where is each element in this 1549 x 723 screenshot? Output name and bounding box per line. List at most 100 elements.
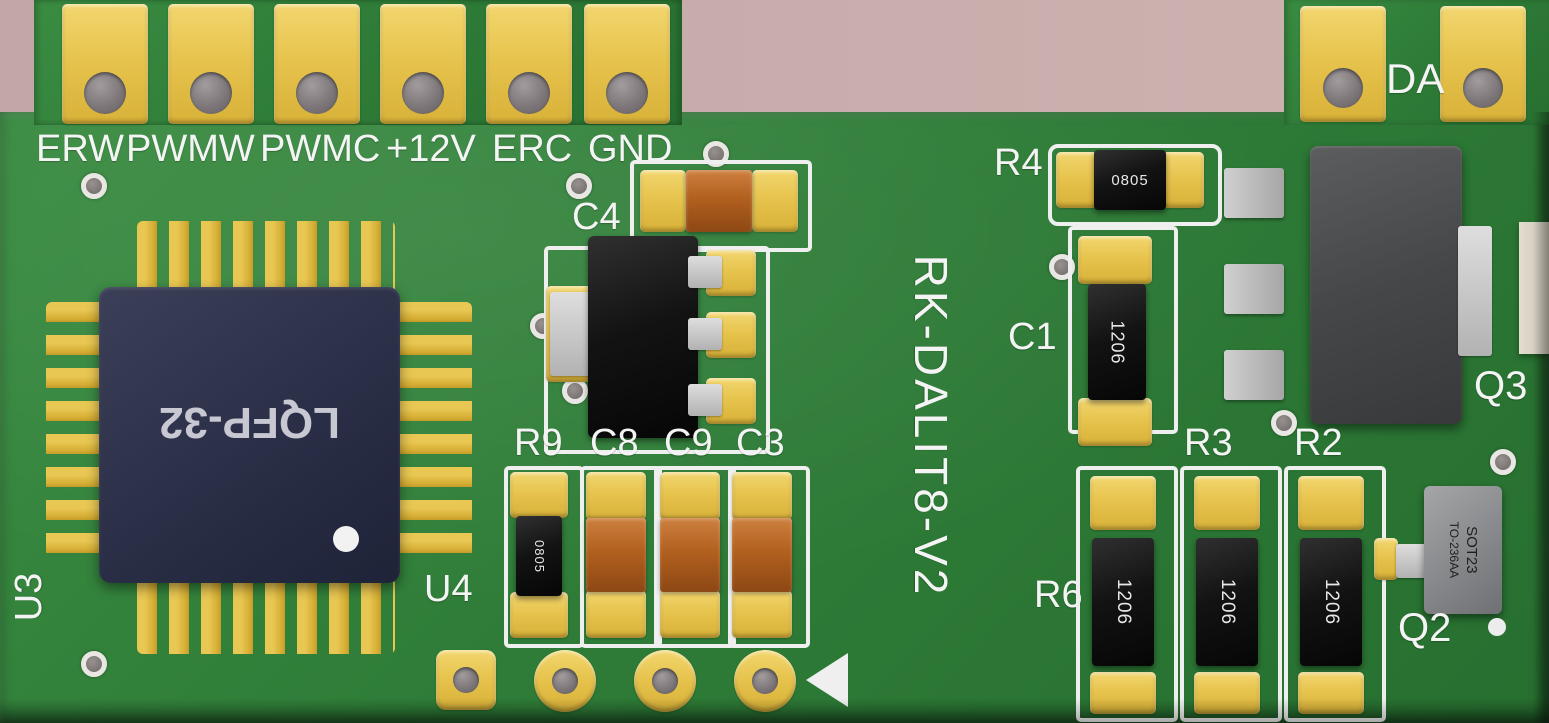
mounting-pad [634,650,696,712]
c9-pad [660,590,720,638]
connector-pad [584,4,670,124]
q3-tab [1458,226,1492,356]
r3-pad [1194,476,1260,530]
gray-chip [1224,350,1284,400]
da-pad [1300,6,1386,122]
r2-chip: 1206 [1300,538,1362,666]
pad-hole [508,72,550,114]
pad-hole [296,72,338,114]
gray-chip [1224,168,1284,218]
ref-label-c3: C3 [736,422,785,464]
ref-label-r3: R3 [1184,422,1233,464]
c8-capacitor [586,518,646,592]
regulator-lead [688,318,722,350]
ic-pins-top [137,221,395,295]
ref-label-c4: C4 [572,196,621,238]
pad-hole [1323,68,1363,108]
ref-label-q3: Q3 [1474,364,1528,408]
pad-hole [606,72,648,114]
r3-silkscreen [1180,466,1282,722]
c3-capacitor [732,518,792,592]
via [566,173,592,199]
r3-chip-marking: 1206 [1217,578,1238,626]
ref-label-r2: R2 [1294,422,1343,464]
connector-label-pwmc: PWMC [260,128,381,170]
connector-pad [274,4,360,124]
ref-label-u4: U4 [424,568,473,610]
pad-hole [1463,68,1503,108]
q2-marking-pkg: TO-236AA [1447,521,1462,579]
pad-hole [552,668,578,694]
mounting-pad [534,650,596,712]
c3-pad [732,472,792,520]
r3-chip: 1206 [1196,538,1258,666]
r6-chip: 1206 [1092,538,1154,666]
connector-label-erc: ERC [492,128,573,170]
q2-marking-type: SOT23 [1462,526,1480,574]
pin1-dot [333,526,359,552]
da-pad [1440,6,1526,122]
r9-pad [510,472,568,518]
c1-pad [1078,236,1152,284]
r9-chip: 0805 [516,516,562,596]
r2-pad [1298,672,1364,714]
r9-chip-marking: 0805 [531,539,547,573]
ref-label-c1: C1 [1008,316,1057,358]
q3-body [1310,146,1462,424]
pad-hole [402,72,444,114]
r2-silkscreen [1284,466,1386,722]
connector-label-pwmw: PWMW [126,128,255,170]
ref-label-q2: Q2 [1398,606,1452,650]
c4-capacitor [686,170,752,232]
board-title: RK-DALIT8-V2 [905,254,957,598]
c8-pad [586,472,646,520]
q2-body: SOT23 TO-236AA [1424,486,1502,614]
c3-silkscreen [728,466,810,648]
c9-capacitor [660,518,720,592]
pad-hole [190,72,232,114]
r6-pad [1090,476,1156,530]
r4-chip: 0805 [1094,150,1166,210]
via [1490,449,1516,475]
mounting-pad-square [436,650,496,710]
connector-pad [62,4,148,124]
gray-chip [1224,264,1284,314]
c4-pad [752,170,798,232]
via [81,651,107,677]
c4-pad [640,170,686,232]
silkscreen-dot [1488,618,1506,636]
q2-lead [1396,544,1428,578]
c1-chip: 1206 [1088,284,1146,400]
r4-pad [1162,152,1204,208]
ic-pins-right [396,302,472,566]
mounting-pad [734,650,796,712]
regulator-lead [688,256,722,288]
r4-silkscreen [1048,144,1222,226]
connector-label-12v: +12V [386,128,476,170]
pad-hole [752,668,778,694]
edge-component [1519,222,1549,354]
connector-pad [168,4,254,124]
r6-pad [1090,672,1156,714]
c9-pad [660,472,720,520]
r6-silkscreen [1076,466,1178,722]
pad-hole [652,668,678,694]
regulator-lead [688,384,722,416]
r4-chip-marking: 0805 [1111,171,1149,189]
connector-pad [486,4,572,124]
q2-pad [1374,538,1398,580]
pad-hole [84,72,126,114]
arrow-left-icon [806,653,848,707]
connector-pad [380,4,466,124]
c8-pad [586,590,646,638]
ref-label-c9: C9 [664,422,713,464]
regulator-body [588,236,698,438]
via [81,173,107,199]
r4-pad [1056,152,1098,208]
ref-label-c8: C8 [590,422,639,464]
r6-chip-marking: 1206 [1113,578,1134,626]
connector-label-erw: ERW [36,128,124,170]
ref-label-u3: U3 [8,572,50,622]
r2-pad [1298,476,1364,530]
c1-pad [1078,398,1152,446]
